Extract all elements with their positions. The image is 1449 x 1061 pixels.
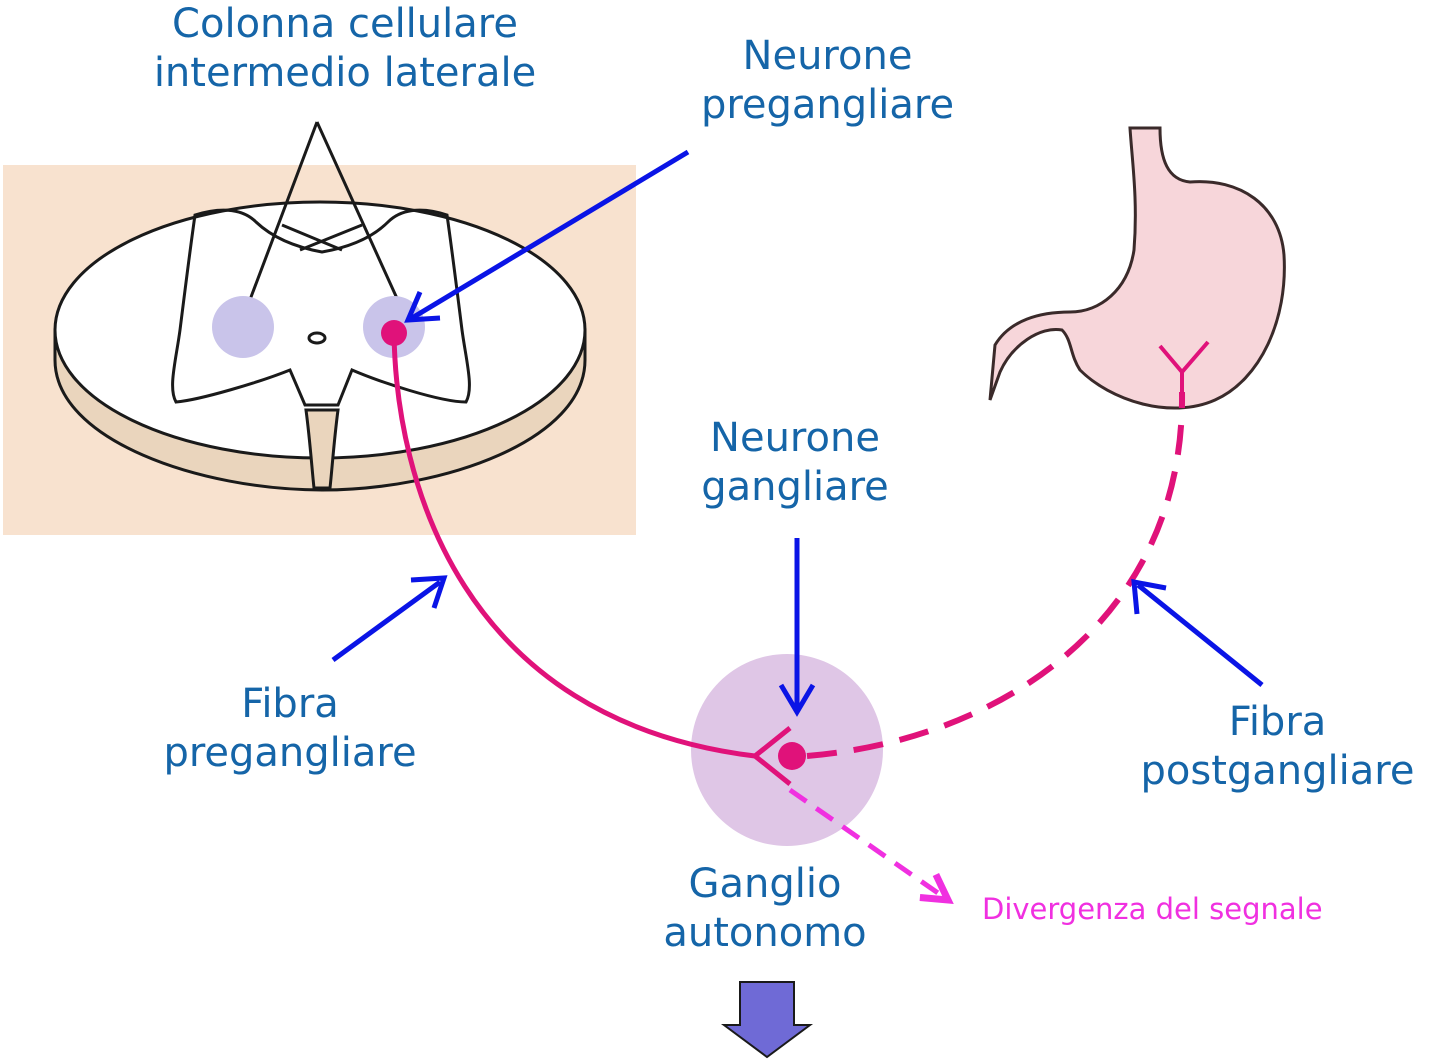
ganglionic-neuron-body — [778, 742, 806, 770]
label-neurone-pregangliare: Neurone pregangliare — [650, 32, 1005, 130]
preganglionic-neuron-body — [381, 320, 407, 346]
fibra-postgangliare-arrow — [1134, 582, 1262, 685]
label-fibra-pregangliare: Fibra pregangliare — [110, 680, 470, 778]
left-lateral-column — [212, 296, 274, 358]
label-divergenza-segnale: Divergenza del segnale — [982, 892, 1422, 927]
label-colonna-cellulare: Colonna cellulare intermedio laterale — [110, 0, 580, 98]
fibra-pregangliare-arrow — [333, 578, 444, 660]
stomach-illustration — [990, 128, 1284, 408]
label-neurone-gangliare: Neurone gangliare — [640, 414, 950, 512]
label-ganglio-autonomo: Ganglio autonomo — [600, 860, 930, 958]
next-step-down-arrow — [724, 982, 810, 1057]
label-fibra-postgangliare: Fibra postgangliare — [1110, 698, 1445, 796]
